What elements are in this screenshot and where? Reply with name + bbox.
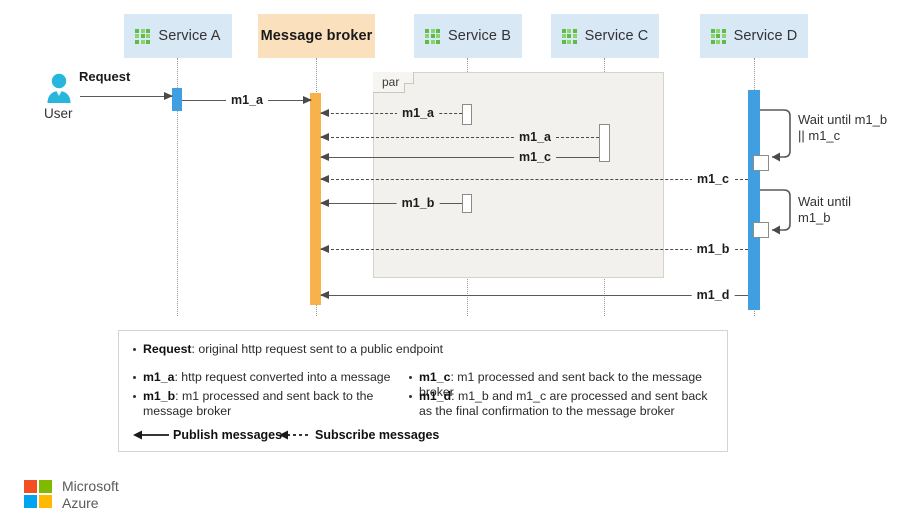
wait-token-1 — [753, 155, 769, 171]
legend-item-m1a: m1_a: http request converted into a mess… — [143, 370, 433, 385]
activation-service-a — [172, 88, 182, 111]
legend-key-publish: Publish messages — [173, 428, 283, 442]
legend-bullet — [409, 395, 412, 398]
arrow-head-left-icon — [320, 290, 329, 299]
wait-token-2 — [753, 222, 769, 238]
activation-service-c — [599, 124, 610, 162]
par-fragment-box — [373, 72, 664, 278]
legend-desc-m1d: : m1_b and m1_c are processed and sent b… — [419, 389, 708, 418]
arrow-head-right-icon — [164, 91, 173, 100]
actor-label-user: User — [44, 106, 73, 121]
legend-term-m1c: m1_c — [419, 370, 451, 384]
legend-item-request: Request: original http request sent to a… — [143, 342, 443, 357]
participant-label-service-c: Service C — [584, 28, 649, 44]
participant-header-service-c[interactable]: Service C — [551, 14, 659, 58]
self-message-wait-2 — [760, 189, 791, 235]
green-grid-icon — [135, 28, 151, 44]
participant-header-service-a[interactable]: Service A — [124, 14, 232, 58]
wait-label-1: Wait until m1_b || m1_c — [798, 112, 888, 143]
legend-key-subscribe: Subscribe messages — [315, 428, 440, 442]
arrow-head-left-icon — [320, 244, 329, 253]
participant-header-message-broker[interactable]: Message broker — [258, 14, 375, 58]
message-label-m1a-1: m1_a — [226, 93, 268, 107]
ms-square-blue-icon — [24, 495, 37, 508]
legend-desc-request: : original http request sent to a public… — [191, 342, 444, 356]
wait-label-2: Wait until m1_b — [798, 194, 851, 225]
arrow-head-left-icon — [320, 132, 329, 141]
green-grid-icon — [425, 28, 441, 44]
legend-bullet — [133, 395, 136, 398]
microsoft-azure-logo: Microsoft Azure — [24, 478, 184, 514]
activation-service-b-2 — [462, 194, 472, 213]
legend-term-m1a: m1_a — [143, 370, 175, 384]
message-label-m1c-1: m1_c — [514, 150, 556, 164]
publish-arrow-icon — [133, 430, 169, 440]
legend-bullet — [133, 348, 136, 351]
activation-service-b-1 — [462, 104, 472, 125]
participant-label-service-b: Service B — [448, 28, 511, 44]
legend-item-m1b: m1_b: m1 processed and sent back to the … — [143, 389, 413, 419]
message-label-m1b-1: m1_b — [396, 196, 440, 210]
par-fragment-tab: par — [373, 72, 415, 93]
message-label-m1c-2: m1_c — [692, 172, 734, 186]
message-label-m1d: m1_d — [691, 288, 735, 302]
ms-square-yellow-icon — [39, 495, 52, 508]
arrow-head-right-icon — [303, 95, 312, 104]
activation-service-d — [748, 90, 760, 310]
participant-label-service-a: Service A — [158, 28, 221, 44]
legend-desc-m1a: : http request converted into a message — [174, 370, 391, 384]
arrow-head-left-icon — [320, 152, 329, 161]
self-message-wait-1 — [760, 109, 791, 162]
participant-header-service-d[interactable]: Service D — [700, 14, 808, 58]
par-fragment-label: par — [382, 75, 400, 89]
ms-square-red-icon — [24, 480, 37, 493]
lifeline-service-a — [177, 58, 178, 316]
legend-item-m1d: m1_d: m1_b and m1_c are processed and se… — [419, 389, 719, 419]
arrow-head-left-icon — [320, 198, 329, 207]
legend-term-request: Request — [143, 342, 192, 356]
arrow-head-left-icon — [320, 108, 329, 117]
brand-line-azure: Azure — [62, 495, 99, 511]
user-person-icon — [47, 73, 71, 103]
brand-line-microsoft: Microsoft — [62, 478, 119, 494]
activation-message-broker — [310, 93, 321, 305]
legend-term-m1d: m1_d — [419, 389, 452, 403]
legend-desc-m1b: : m1 processed and sent back to the mess… — [143, 389, 374, 418]
message-label-m1a-2: m1_a — [397, 106, 439, 120]
request-label: Request — [79, 69, 131, 84]
subscribe-arrow-icon — [279, 430, 311, 440]
participant-label-message-broker: Message broker — [260, 28, 373, 44]
green-grid-icon — [710, 28, 726, 44]
legend-box: Request: original http request sent to a… — [118, 330, 728, 452]
legend-bullet — [409, 376, 412, 379]
green-grid-icon — [561, 28, 577, 44]
legend-item-m1c: m1_c: m1 processed and sent back to the … — [419, 370, 719, 400]
participant-header-service-b[interactable]: Service B — [414, 14, 522, 58]
legend-desc-m1c: : m1 processed and sent back to the mess… — [419, 370, 702, 399]
arrow-head-left-icon — [320, 174, 329, 183]
participant-label-service-d: Service D — [733, 28, 798, 44]
message-label-m1b-2: m1_b — [691, 242, 735, 256]
ms-square-green-icon — [39, 480, 52, 493]
message-label-m1a-3: m1_a — [514, 130, 556, 144]
legend-term-m1b: m1_b — [143, 389, 176, 403]
legend-bullet — [133, 376, 136, 379]
